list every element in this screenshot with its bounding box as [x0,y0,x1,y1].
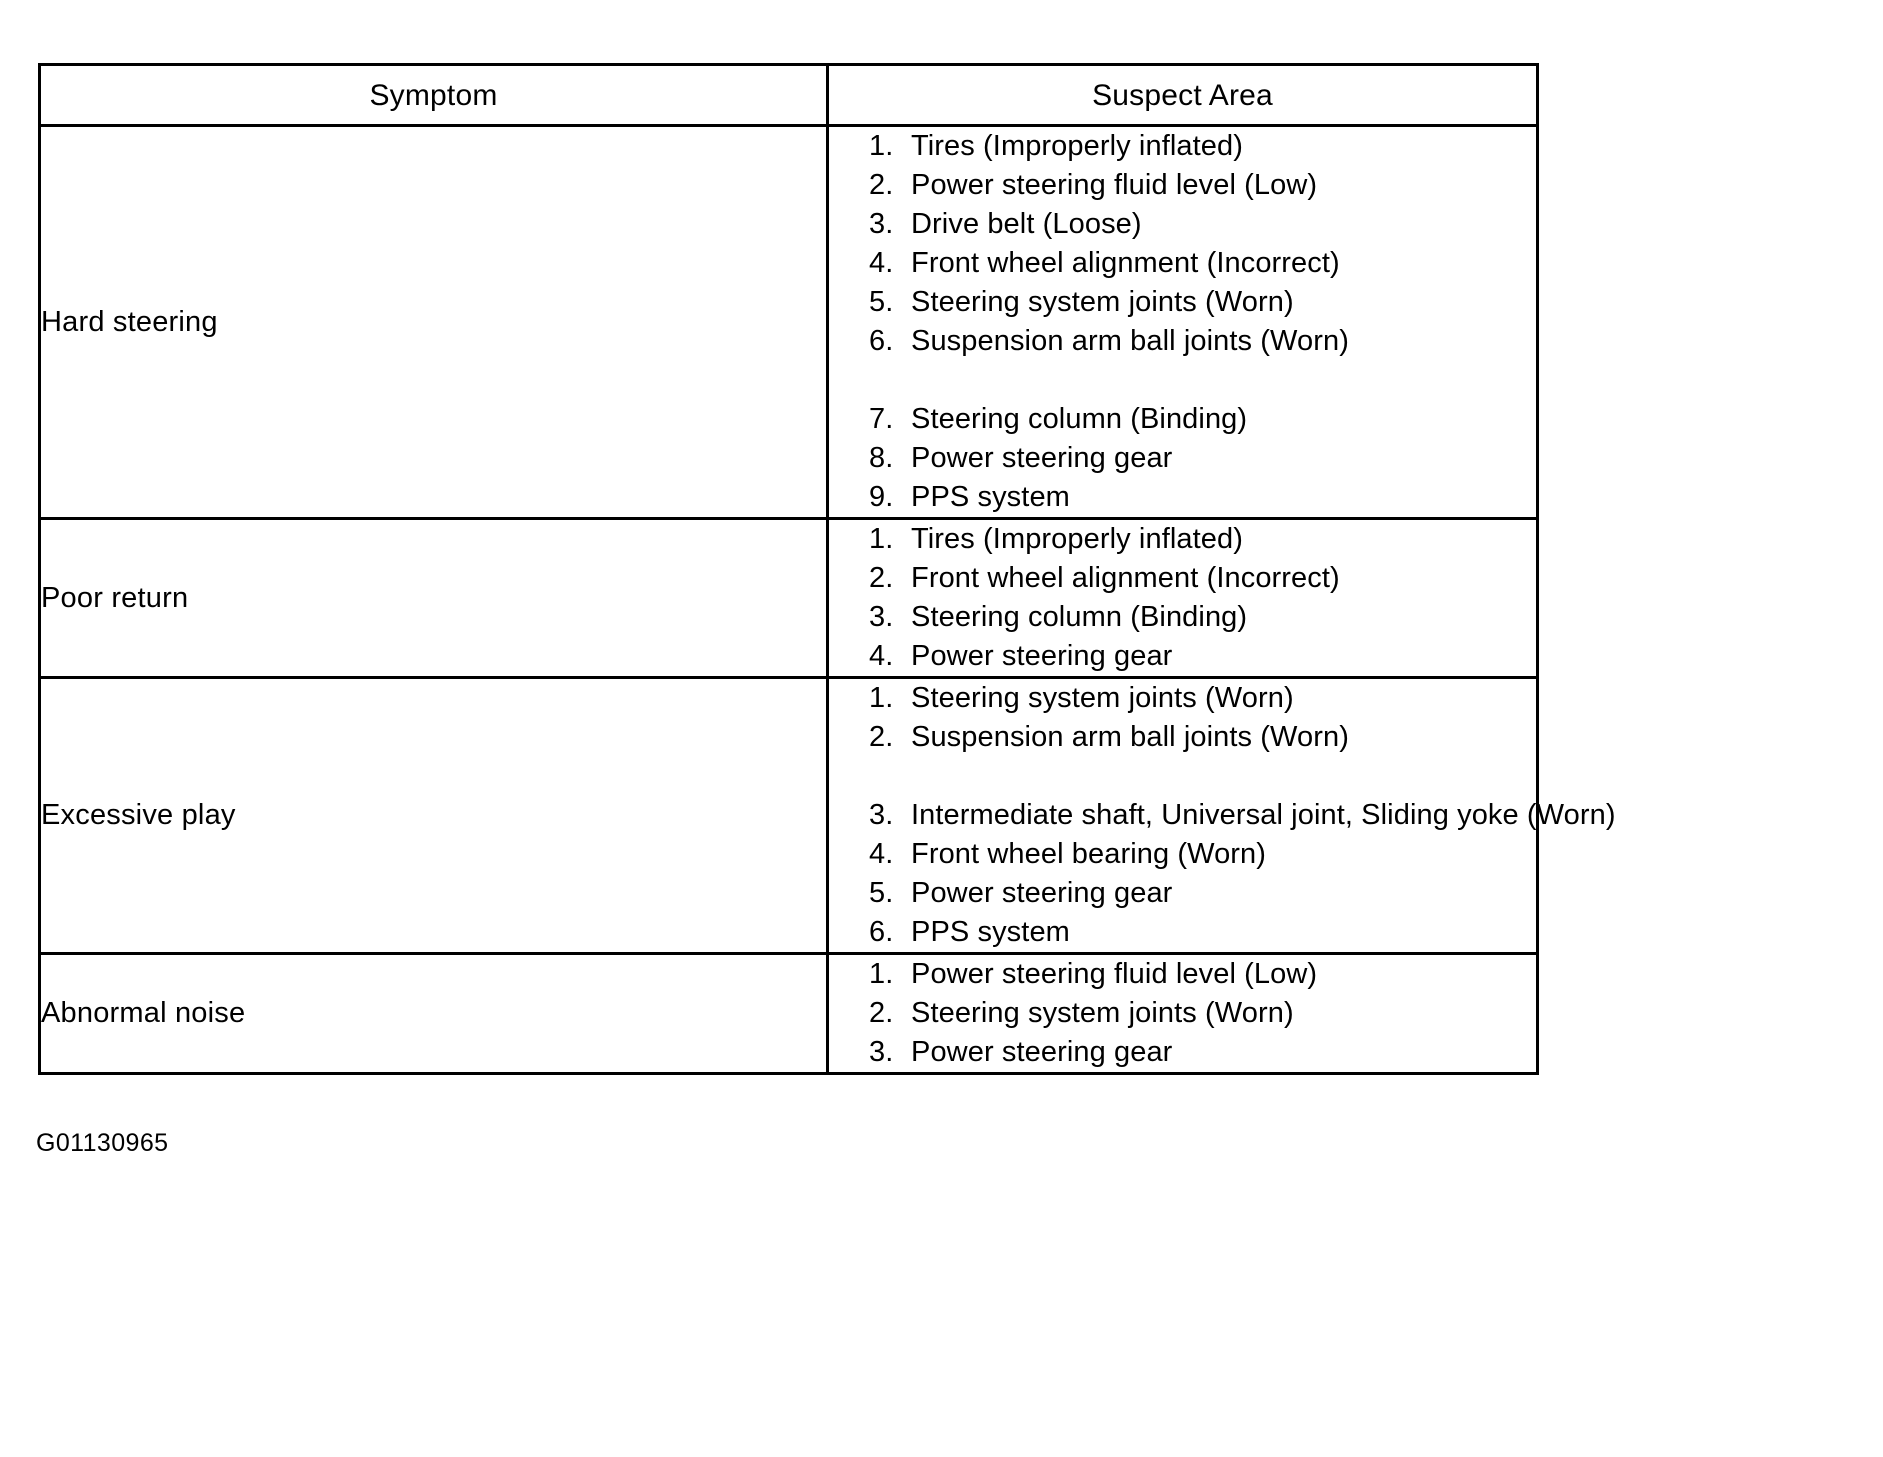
table-row: Abnormal noise 1. Power steering fluid lev… [38,952,1539,1075]
list-item-label: Power steering fluid level (Low) [911,169,1318,201]
list-item-label: Steering column (Binding) [911,403,1248,435]
column-header-symptom: Symptom [38,63,829,127]
symptom-cell: Excessive play [38,676,829,955]
list-item: 1. Steering system joints (Worn) [869,679,1536,718]
list-item-number: 1. [869,130,894,162]
list-item: 2. Power steering fluid level (Low) [869,166,1536,205]
list-item-number: 3. [869,601,894,633]
suspect-area-list: 1. Power steering fluid level (Low) 2. Stee… [829,955,1536,1072]
list-item: 2. Steering system joints (Worn) [869,994,1536,1033]
suspect-area-cell: 1. Tires (Improperly inflated) 2. Front whe… [826,517,1539,679]
list-item-number: 2. [869,169,894,201]
list-item-number: 3. [869,208,894,240]
table-header: Symptom Suspect Area [38,63,1539,127]
symptom-suspect-area-table: Symptom Suspect Area Hard steering 1. Tire… [38,63,1615,1075]
list-spacer [869,757,1536,796]
list-item: 5. Power steering gear [869,874,1536,913]
list-item: 6. Suspension arm ball joints (Worn) [869,322,1536,361]
list-item-number: 2. [869,721,894,753]
list-item-label: PPS system [911,916,1070,948]
list-item-number: 9. [869,481,894,513]
list-item: 1. Tires (Improperly inflated) [869,520,1536,559]
list-item: 3. Intermediate shaft, Universal joint, S… [869,796,1615,835]
list-item-label: Suspension arm ball joints (Worn) [911,721,1349,753]
list-item-label: Tires (Improperly inflated) [911,523,1243,555]
list-item-label: Steering system joints (Worn) [911,682,1294,714]
list-item: 5. Steering system joints (Worn) [869,283,1536,322]
symptom-cell: Hard steering [38,124,829,520]
list-item: 1. Power steering fluid level (Low) [869,955,1536,994]
list-item-label: Steering system joints (Worn) [911,286,1294,318]
list-item: 3. Drive belt (Loose) [869,205,1536,244]
list-item-number: 1. [869,682,894,714]
list-item: 1. Tires (Improperly inflated) [869,127,1536,166]
table-body: Hard steering 1. Tires (Improperly inflate… [38,124,1615,1075]
list-item: 3. Power steering gear [869,1033,1536,1072]
list-item: 4. Power steering gear [869,637,1536,676]
table-header-row: Symptom Suspect Area [38,63,1539,127]
list-item-number: 4. [869,247,894,279]
table-row: Hard steering 1. Tires (Improperly inflate… [38,124,1539,520]
list-item-number: 1. [869,523,894,555]
list-item: 2. Suspension arm ball joints (Worn) [869,718,1536,757]
list-item-label: Front wheel alignment (Incorrect) [911,247,1340,279]
list-item-number: 1. [869,958,894,990]
list-item-number: 3. [869,799,894,831]
list-item-number: 2. [869,562,894,594]
list-item-label: Power steering fluid level (Low) [911,958,1318,990]
list-item-number: 6. [869,325,894,357]
list-item: 2. Front wheel alignment (Incorrect) [869,559,1536,598]
list-item-label: Intermediate shaft, Universal joint, Sli… [911,799,1616,831]
list-item-label: Power steering gear [911,877,1173,909]
table-row: Poor return 1. Tires (Improperly inflated)… [38,517,1539,679]
list-item: 4. Front wheel bearing (Worn) [869,835,1536,874]
list-item: 4. Front wheel alignment (Incorrect) [869,244,1536,283]
list-item-label: Suspension arm ball joints (Worn) [911,325,1349,357]
list-item-label: Power steering gear [911,640,1173,672]
symptom-cell: Poor return [38,517,829,679]
symptom-cell: Abnormal noise [38,952,829,1075]
list-item-number: 5. [869,877,894,909]
list-spacer [869,361,1536,400]
list-item-label: Front wheel alignment (Incorrect) [911,562,1340,594]
list-item-number: 4. [869,838,894,870]
list-item-number: 5. [869,286,894,318]
list-item-label: Power steering gear [911,442,1173,474]
list-item: 8. Power steering gear [869,439,1536,478]
list-item-label: Steering column (Binding) [911,601,1248,633]
list-item-label: Front wheel bearing (Worn) [911,838,1267,870]
column-header-suspect-area: Suspect Area [826,63,1539,127]
list-item-number: 4. [869,640,894,672]
list-item: 7. Steering column (Binding) [869,400,1536,439]
list-item-label: Drive belt (Loose) [911,208,1142,240]
suspect-area-cell: 1. Power steering fluid level (Low) 2. Stee… [826,952,1539,1075]
list-item-number: 8. [869,442,894,474]
suspect-area-list: 1. Tires (Improperly inflated) 2. Front whe… [829,520,1536,676]
list-item: 3. Steering column (Binding) [869,598,1536,637]
list-item-label: PPS system [911,481,1070,513]
list-item-number: 3. [869,1036,894,1068]
list-item-label: Steering system joints (Worn) [911,997,1294,1029]
list-item-number: 7. [869,403,894,435]
figure-caption: G01130965 [36,1129,169,1157]
suspect-area-list: 1. Steering system joints (Worn) 2. Suspens… [829,679,1615,952]
list-item-number: 2. [869,997,894,1029]
suspect-area-list: 1. Tires (Improperly inflated) 2. Power ste… [829,127,1536,517]
table-row: Excessive play 1. Steering system joints (… [38,676,1615,955]
list-item-number: 6. [869,916,894,948]
list-item: 6. PPS system [869,913,1536,952]
list-item-label: Power steering gear [911,1036,1173,1068]
suspect-area-cell: 1. Tires (Improperly inflated) 2. Power ste… [826,124,1539,520]
suspect-area-cell: 1. Steering system joints (Worn) 2. Suspens… [826,676,1615,955]
list-item: 9. PPS system [869,478,1536,517]
list-item-label: Tires (Improperly inflated) [911,130,1243,162]
